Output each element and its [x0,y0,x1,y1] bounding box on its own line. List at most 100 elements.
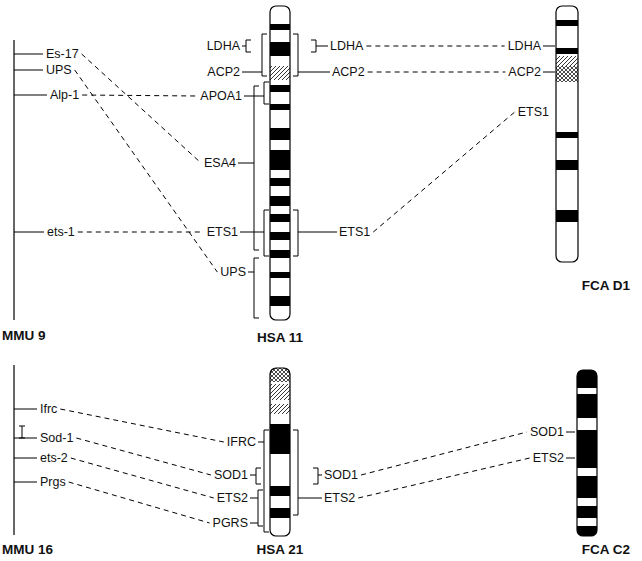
gene-name: Prgs [40,475,66,489]
leader-line [14,438,37,439]
chromosome-band [270,150,290,170]
gene-name: ACP2 [332,65,365,79]
homology-line [78,232,204,233]
chromosome-ideogram [2,36,72,344]
region-bracket [293,34,298,76]
chromosome-band [270,24,290,30]
chromosome-outline [270,6,290,320]
gene-name: Sod-1 [40,431,73,445]
leader-line [543,46,555,47]
chromosome-band [577,394,597,418]
chromosome-band [577,526,597,536]
leader-line [14,95,47,96]
leader-line [248,272,254,273]
chromosome-band [556,66,578,82]
homology-line [60,409,223,442]
chromosome-line [13,365,14,535]
chromosome-name: HSA 11 [250,330,310,346]
leader-line [250,498,258,499]
region-bracket [256,468,261,484]
gene-name: Es-17 [46,47,79,61]
region-bracket [262,34,267,76]
gene-name: LDHA [207,39,240,53]
chromosome-band [577,370,597,388]
chromosome-band [270,178,290,186]
homology-line [361,432,527,475]
gene-name: LDHA [330,39,363,53]
chromosome-name: FCA C2 [540,542,630,558]
gene-name: IFRC [227,435,256,449]
leader-line [318,475,322,476]
gene-name: ETS2 [217,491,248,505]
chromosome-band [270,104,290,110]
gene-name: APOA1 [200,89,242,103]
leader-line [250,475,256,476]
chromosome-band [270,42,290,56]
chromosome-outline [577,370,597,536]
chromosome: FCA D1 [540,4,630,294]
leader-line [242,46,246,47]
homology-line [373,112,514,232]
leader-line [242,72,262,73]
gene-name: ETS2 [324,491,355,505]
gene-name: PGRS [213,516,248,530]
chromosome-band [556,160,578,170]
gene-name: SOD1 [214,468,248,482]
chromosome-band [270,508,290,518]
region-bracket [258,490,263,526]
region-bracket [254,258,259,318]
chromosome-band [270,368,290,382]
chromosome-band [270,272,290,278]
region-bracket [246,40,251,52]
leader-line [14,482,37,483]
chromosome: HSA 11 [250,4,310,346]
chromosome-band [556,20,578,26]
gene-name: SOD1 [530,425,564,439]
chromosome-band [270,250,290,258]
leader-line [14,232,44,233]
leader-line [14,409,37,410]
chromosome-band [270,196,290,206]
chromosome-name: HSA 21 [250,542,310,558]
leader-line [14,70,43,71]
chromosome-band [270,296,290,306]
gene-name: Ifrc [40,402,57,416]
chromosome-band [270,424,290,454]
leader-line [298,72,330,73]
chromosome-name: FCA D1 [540,278,630,294]
chromosome-outline [270,368,290,536]
homology-line [366,46,504,47]
gene-name: UPS [220,265,246,279]
leader-line [258,442,264,443]
homology-line [358,458,529,498]
homology-line [75,70,218,272]
region-bracket [264,82,269,104]
region-bracket [254,86,259,250]
leader-line [238,163,254,164]
region-bracket [264,210,269,256]
leader-line [250,523,258,524]
chromosome-band [270,384,290,400]
gene-name: ACP2 [508,65,541,79]
scale-mark [19,426,25,438]
leader-line [244,96,264,97]
gene-name: ETS1 [339,225,370,239]
chromosome-band [556,48,578,54]
leader-line [566,432,575,433]
leader-line [316,46,328,47]
gene-name: ets-1 [47,225,75,239]
homology-line [368,72,506,73]
chromosome-ideogram [250,366,310,558]
leader-line [298,232,337,233]
chromosome-name: MMU 16 [2,542,72,558]
region-bracket [313,468,318,484]
leader-line [14,458,37,459]
gene-name: ETS2 [533,451,564,465]
gene-name: SOD1 [324,468,358,482]
chromosome: MMU 9 [2,36,72,344]
gene-name: LDHA [508,39,541,53]
leader-line [14,54,43,55]
chromosome-name: MMU 9 [2,328,72,344]
